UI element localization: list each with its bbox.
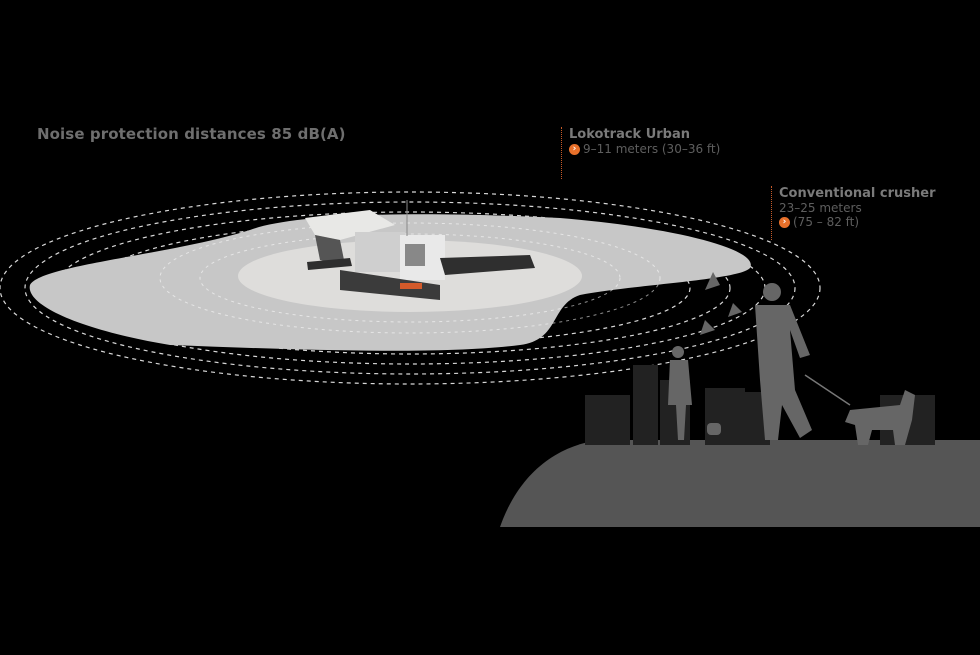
orange-chevron-right-icon: › — [569, 143, 580, 155]
callout-leader-line — [771, 186, 772, 240]
silhouettes — [668, 272, 915, 445]
callout-lokotrack-urban: Lokotrack Urban › 9–11 meters (30–36 ft) — [561, 127, 721, 179]
orange-chevron-right-icon: › — [779, 216, 790, 228]
callout-distance: 9–11 meters (30–36 ft) — [583, 142, 721, 156]
callout-distance-feet: (75 – 82 ft) — [793, 215, 860, 229]
hill — [500, 440, 980, 527]
callout-title: Lokotrack Urban — [569, 127, 691, 142]
callout-conventional-crusher: Conventional crusher 23–25 meters › (75 … — [771, 186, 936, 240]
callout-leader-line — [561, 127, 562, 179]
crusher-machine — [305, 200, 535, 300]
callout-distance-meters: 23–25 meters — [779, 201, 862, 215]
callout-title: Conventional crusher — [779, 186, 936, 201]
diagram-title: Noise protection distances 85 dB(A) — [37, 125, 346, 143]
